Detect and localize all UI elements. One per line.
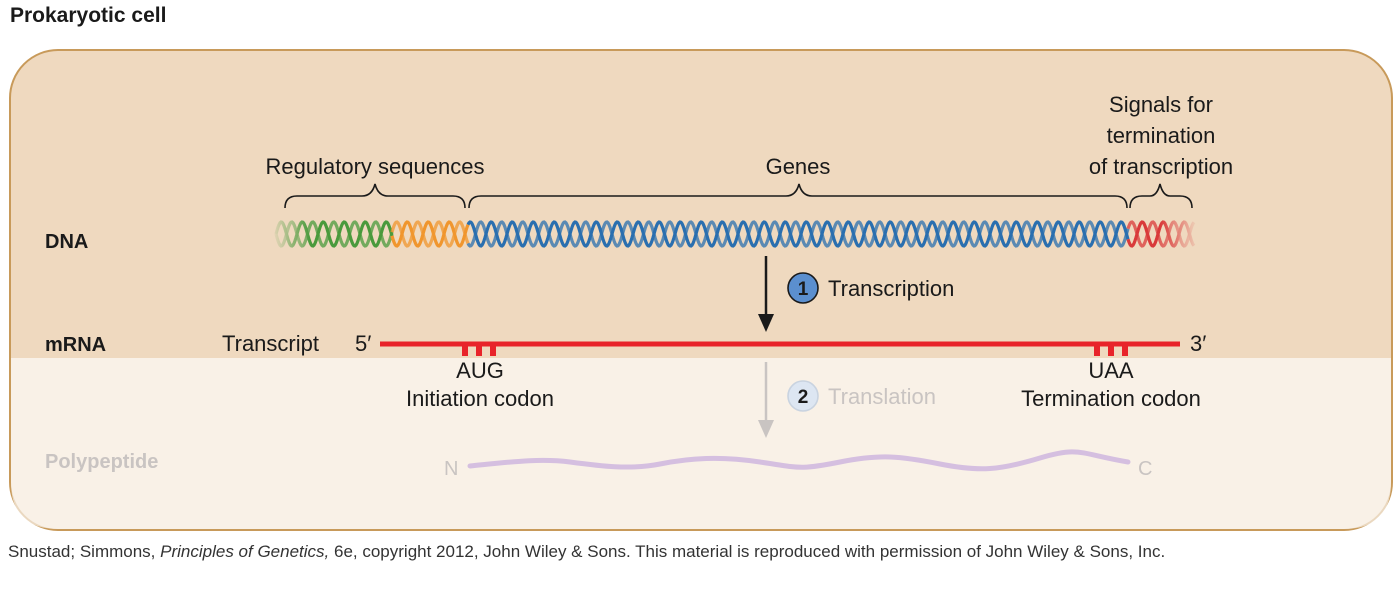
regulatory-helix-orange-strand-2 [390, 220, 470, 248]
step-1-number: 1 [798, 279, 809, 300]
termination-brace [1129, 183, 1193, 209]
polypeptide-n-terminus: N [444, 458, 458, 480]
regulatory-sequences-label: Regulatory sequences [266, 154, 485, 179]
termination-signals-line-1: Signals for [1109, 92, 1213, 117]
credit-rest: 6e, copyright 2012, John Wiley & Sons. T… [329, 542, 1166, 561]
step-2-label: Translation [828, 384, 936, 409]
prokaryotic-cell-diagram: DNA mRNA Polypeptide Regulatory sequence… [9, 49, 1393, 531]
dna-double-helix [274, 220, 1196, 248]
polypeptide-c-terminus: C [1138, 458, 1152, 480]
transcription-arrow-head [758, 314, 774, 332]
credit-authors: Snustad; Simmons, [8, 542, 161, 561]
polypeptide-chain [467, 449, 1131, 472]
credit-book-title: Principles of Genetics, [160, 542, 330, 561]
termination-codon-label: Termination codon [1021, 386, 1201, 411]
step-1-badge [787, 272, 819, 304]
genes-label: Genes [766, 154, 831, 179]
gene-helix-strand-1 [466, 220, 1130, 248]
transcript-label: Transcript [222, 331, 319, 356]
termination-signals-line-2: termination [1107, 123, 1216, 148]
dna-fade-right [1160, 212, 1200, 256]
stop-codon-marks [1094, 344, 1128, 356]
cell-lower-overlay [11, 358, 1391, 529]
start-codon-label: AUG [456, 358, 504, 383]
step-2-number: 2 [798, 387, 809, 408]
dna-fade-left [270, 212, 310, 256]
regulatory-brace [284, 183, 466, 209]
dna-row-label: DNA [45, 231, 88, 253]
initiation-codon-label: Initiation codon [406, 386, 554, 411]
translation-arrow-head [758, 420, 774, 438]
polypeptide-row-label: Polypeptide [45, 451, 158, 473]
figure-title: Prokaryotic cell [10, 4, 167, 27]
three-prime-end: 3′ [1190, 331, 1206, 356]
five-prime-end: 5′ [355, 331, 371, 356]
step-2-badge [787, 380, 819, 412]
copyright-credit: Snustad; Simmons, Principles of Genetics… [8, 541, 1248, 563]
step-1-label: Transcription [828, 276, 954, 301]
genes-brace [468, 183, 1128, 209]
gene-helix-strand-2 [466, 220, 1130, 248]
start-codon-marks [462, 344, 496, 356]
stop-codon-label: UAA [1088, 358, 1134, 383]
mrna-row-label: mRNA [45, 334, 106, 356]
termination-signals-line-3: of transcription [1089, 154, 1233, 179]
